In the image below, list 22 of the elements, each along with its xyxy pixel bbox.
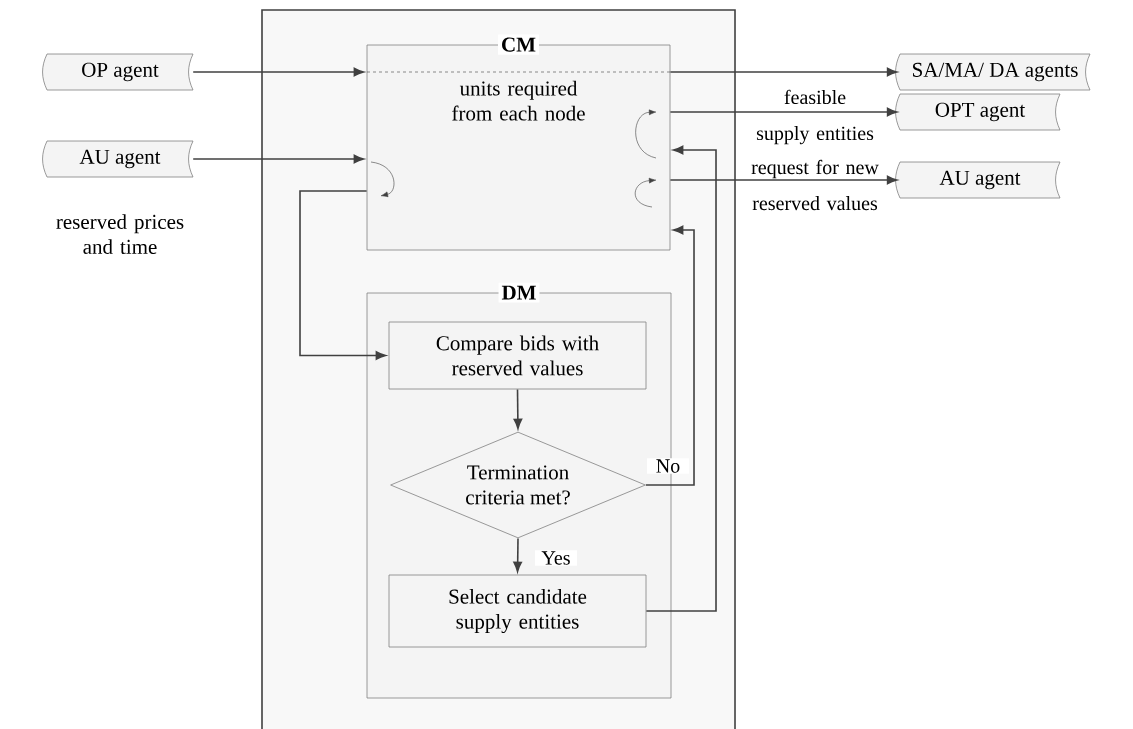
arrow — [513, 537, 523, 573]
arrow — [299, 190, 387, 360]
process-box: Compare bids with reserved values — [388, 321, 647, 390]
note-text: reserved prices and time — [56, 214, 184, 254]
arrow — [669, 107, 898, 117]
module-panel: CM units required from each node — [366, 34, 671, 251]
agent-tape: AU agent — [42, 140, 194, 178]
arrow — [669, 67, 898, 77]
arrow — [645, 145, 717, 612]
agent-tape: SA/MA/ DA agents — [895, 53, 1091, 91]
agent-tape: OPT agent — [895, 93, 1061, 131]
agent-tape: AU agent — [895, 161, 1061, 199]
edge-label: request for new reserved values — [751, 159, 879, 211]
arrow — [645, 225, 695, 486]
edge-label: No — [647, 458, 689, 474]
arrow — [192, 154, 365, 164]
agent-tape: OP agent — [42, 53, 194, 91]
process-box: Select candidate supply entities — [388, 574, 647, 648]
arrow — [669, 175, 898, 185]
arrow — [192, 67, 365, 77]
arrow — [513, 388, 523, 430]
edge-label: Yes — [535, 550, 577, 566]
